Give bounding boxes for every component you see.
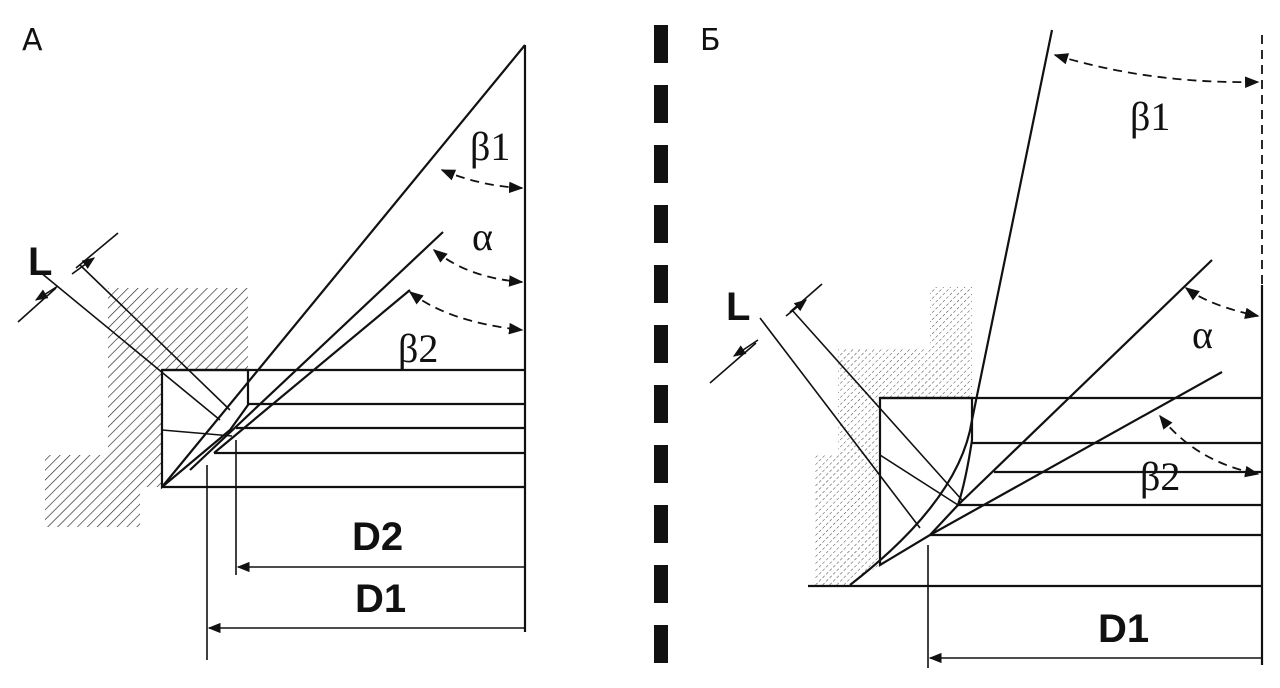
panel-a-d2-dimension: D2 [235,440,524,575]
panel-a-label-d1: D1 [355,577,406,621]
panel-b-d1-dimension: D1 [927,545,1261,668]
panel-b-label-l: L [726,285,750,329]
panel-b-insert [878,396,974,567]
panel-b-letter: Б [700,23,721,58]
panel-b: Б [700,23,1264,668]
panel-a-horizontal-lines [162,368,525,489]
panel-b-holder-stipple [815,287,972,585]
panel-b-label-beta2: β2 [1140,454,1180,499]
panel-a-l-dimension: L [17,232,231,421]
panel-a-label-d2: D2 [352,515,403,559]
panel-a-label-alpha: α [472,214,493,259]
panel-b-l-dimension: L [709,283,963,529]
panel-b-label-d1: D1 [1098,607,1149,651]
panel-b-edge-lines [849,29,1223,586]
panel-a-label-beta1: β1 [470,124,510,169]
panel-b-label-alpha: α [1192,312,1213,357]
panel-a-d1-dimension: D1 [206,465,524,660]
panel-a-angle-arcs [408,169,524,335]
panel-a-label-beta2: β2 [398,326,438,371]
panel-b-label-beta1: β1 [1130,94,1170,139]
panel-b-angle-arcs [1053,53,1260,478]
panel-a-edge-lines [161,44,526,488]
panel-a: А L [17,23,527,660]
panel-a-letter: А [22,23,43,58]
panel-a-label-l: L [28,240,52,284]
panel-a-holder-hatch [45,288,248,527]
